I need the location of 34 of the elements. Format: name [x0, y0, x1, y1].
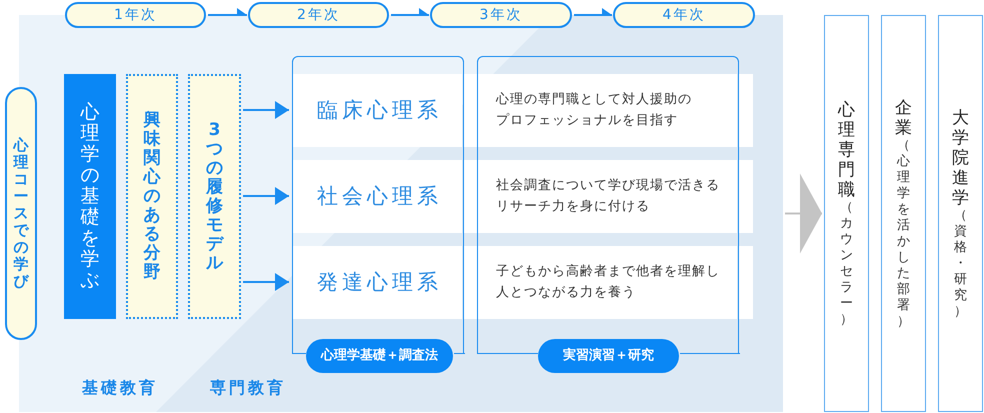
year-pill: 2年次 — [248, 2, 389, 28]
career-title: 企業 — [894, 98, 913, 138]
arrow — [574, 8, 612, 16]
vertical-heading-block: 心理学の基礎を学ぶ — [64, 74, 116, 319]
chevron-arrow — [785, 174, 822, 254]
dotted-box: 興味関心のある分野 — [126, 74, 178, 319]
triangle-arrow — [243, 273, 289, 291]
year-pill: 4年次 — [613, 2, 755, 28]
career-note: （カウンセラー） — [839, 200, 854, 328]
year-pill: 3年次 — [430, 2, 572, 28]
column-heading-pill: 心理学基礎＋調査法 — [306, 339, 453, 373]
description-box: 子どもから高齢者まで他者を理解し人とつながる力を養う — [478, 246, 737, 318]
career-box — [881, 15, 926, 412]
year-pill: 1年次 — [65, 2, 206, 28]
section-label: 基礎教育 — [82, 378, 158, 398]
arrow — [208, 8, 247, 16]
description-box: 心理の専門職として対人援助のプロフェッショナルを目指す — [478, 74, 737, 146]
career-title: 心理専門職 — [836, 100, 856, 200]
career-note: （心理学を活かした部署） — [896, 138, 911, 330]
dotted-box: 3つの履修モデル — [188, 74, 241, 319]
career-note: （資格・研究） — [953, 208, 968, 320]
vertical-pill: 心理コースでの学び — [5, 87, 37, 340]
arrow — [391, 8, 429, 16]
track-box: 社会心理系 — [293, 160, 462, 232]
career-title: 大学院進学 — [951, 108, 970, 208]
section-label: 専門教育 — [210, 378, 286, 398]
career-box — [824, 15, 869, 412]
career-box — [938, 15, 983, 412]
column-heading-pill: 実習演習＋研究 — [538, 339, 679, 373]
track-box: 臨床心理系 — [293, 74, 462, 146]
track-box: 発達心理系 — [293, 246, 462, 318]
triangle-arrow — [243, 101, 289, 119]
description-box: 社会調査について学び現場で活きるリサーチ力を身に付ける — [478, 160, 737, 232]
triangle-arrow — [243, 187, 289, 205]
